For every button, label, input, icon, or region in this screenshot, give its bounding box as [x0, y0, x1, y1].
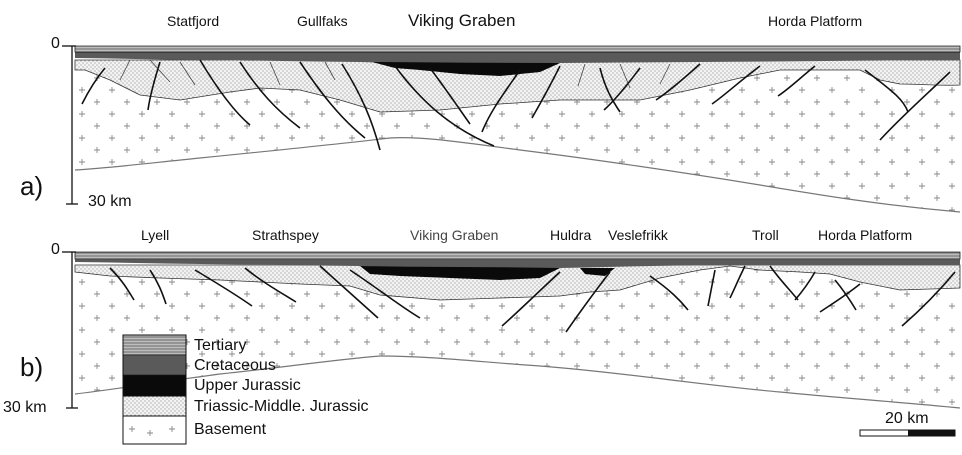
legend-swatch-triassic: [123, 396, 186, 416]
panel-b-tag: b): [20, 354, 43, 380]
scale-bar-label: 20 km: [885, 411, 929, 427]
legend-swatch-tertiary: [123, 335, 186, 355]
legend-label-triassic: Triassic-Middle. Jurassic: [194, 399, 369, 415]
label-viking-graben-a: Viking Graben: [408, 12, 515, 29]
legend-label-basement: Basement: [194, 422, 266, 438]
label-horda-platform-a: Horda Platform: [768, 14, 862, 28]
label-troll: Troll: [752, 228, 779, 242]
label-horda-platform-b: Horda Platform: [818, 228, 912, 242]
depth-top-a: 0: [51, 36, 60, 52]
panel-b-tertiary: [75, 252, 960, 259]
panel-a-tag: a): [20, 173, 43, 199]
label-strathspey: Strathspey: [252, 228, 319, 242]
panel-a-tertiary: [75, 46, 960, 52]
label-viking-graben-b: Viking Graben: [410, 228, 498, 242]
label-veslefrikk: Veslefrikk: [608, 228, 668, 242]
label-lyell: Lyell: [141, 228, 169, 242]
label-gullfaks: Gullfaks: [297, 14, 348, 28]
legend-swatch-basement: [123, 416, 186, 444]
label-statfjord: Statfjord: [167, 14, 219, 28]
panel-a-section: [75, 46, 960, 212]
legend-swatches: [123, 335, 186, 444]
legend-swatch-upper-jurassic: [123, 375, 186, 396]
legend-label-tertiary: Tertiary: [194, 338, 246, 354]
depth-top-b: 0: [51, 242, 60, 258]
label-huldra: Huldra: [550, 228, 591, 242]
depth-bottom-b: 30 km: [3, 400, 47, 416]
legend-swatch-cretaceous: [123, 355, 186, 375]
legend-label-cretaceous: Cretaceous: [194, 358, 276, 374]
legend-label-upper-jurassic: Upper Jurassic: [194, 378, 301, 394]
depth-bottom-a: 30 km: [88, 194, 132, 210]
scale-bar: [860, 430, 955, 436]
